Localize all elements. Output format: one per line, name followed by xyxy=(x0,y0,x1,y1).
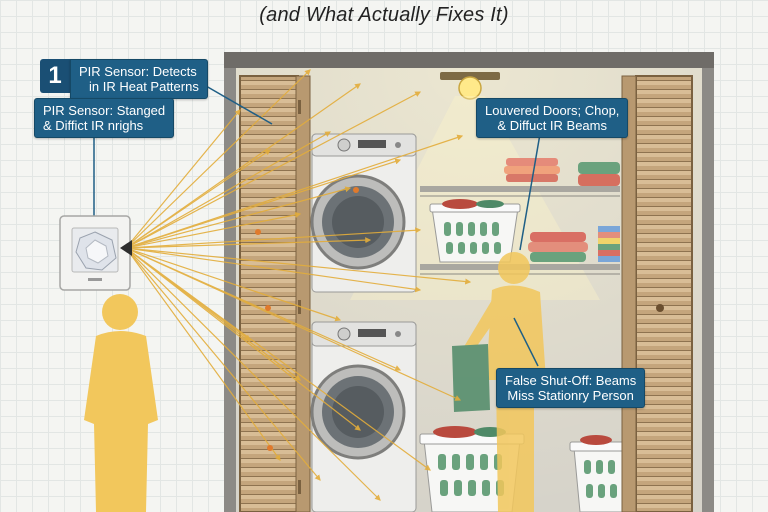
washer-icon xyxy=(310,133,417,293)
ir-beams xyxy=(125,69,472,501)
callout-line: Louvered Doors; Chop, xyxy=(485,103,620,118)
callout-pir-detects: PIR Sensor: Detects in IR Heat Patterns xyxy=(70,59,208,99)
louvered-door-left xyxy=(239,75,311,512)
callout-pir-stanged: PIR Sensor: Stanged & Diffict IR nrighs xyxy=(34,98,175,138)
step-number-badge: 1 xyxy=(40,59,70,93)
person-silhouette-icon xyxy=(84,294,158,512)
pir-sensor-icon xyxy=(59,215,132,291)
callout-false-shutoff: False Shut-Off: Beams Miss Stationry Per… xyxy=(496,368,646,408)
callout-line: PIR Sensor: Stanged xyxy=(43,103,166,118)
shelves xyxy=(420,158,620,275)
callout-louvered-doors: Louvered Doors; Chop, & Diffuct IR Beams xyxy=(476,98,629,138)
callout-line: Miss Stationry Person xyxy=(507,388,634,403)
callout-line: & Diffict IR nrighs xyxy=(43,118,144,133)
callout-line: PIR Sensor: Detects xyxy=(79,64,197,79)
page-title: (and What Actually Fixes It) xyxy=(259,4,509,26)
dryer-icon xyxy=(310,321,417,512)
callout-leaders xyxy=(93,85,541,367)
louvered-door-right xyxy=(621,75,693,512)
callout-line: False Shut-Off: Beams xyxy=(505,373,637,388)
callout-line: & Diffuct IR Beams xyxy=(497,118,607,133)
callout-line: in IR Heat Patterns xyxy=(89,79,199,94)
ir-hotspots xyxy=(255,187,359,451)
